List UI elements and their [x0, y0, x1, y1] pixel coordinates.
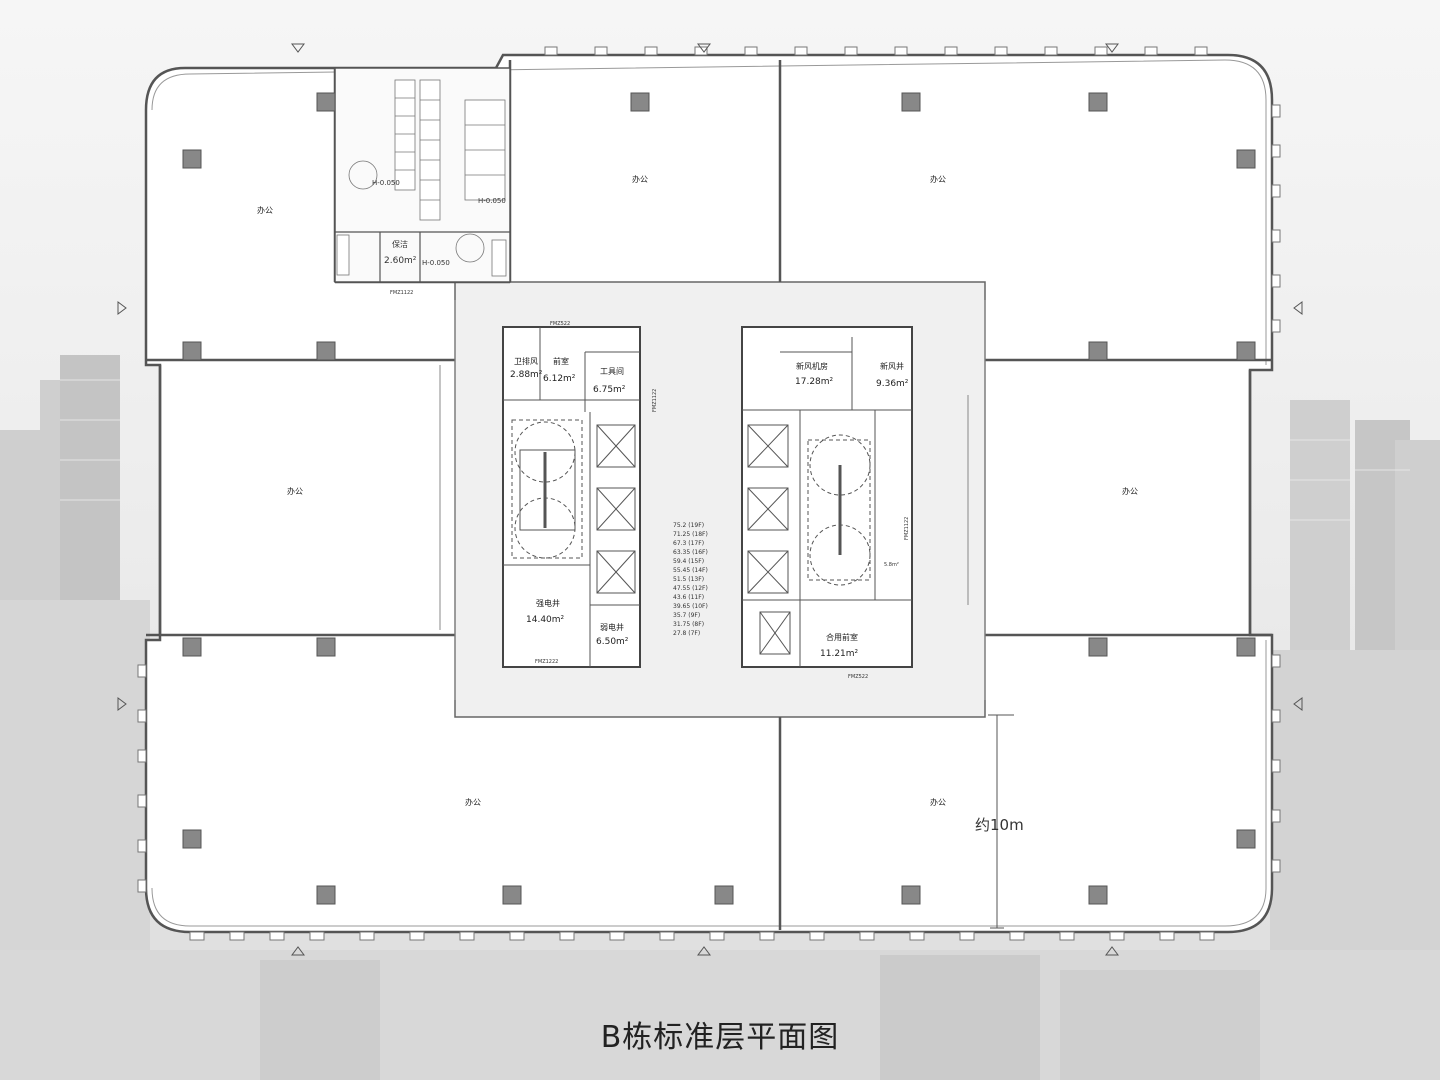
svg-text:67.3 (17F): 67.3 (17F)	[673, 540, 704, 547]
office-label-e: 办公	[1122, 486, 1138, 496]
dimension-label: 约10m	[975, 816, 1024, 834]
right-core	[741, 326, 913, 668]
strong-shaft-label: 强电井	[536, 598, 560, 608]
lobby-area: 6.12m²	[543, 374, 576, 384]
svg-text:55.45 (14F): 55.45 (14F)	[673, 567, 708, 574]
exhaust-label: 卫排风	[514, 356, 538, 366]
svg-text:35.7 (9F): 35.7 (9F)	[673, 612, 700, 619]
cleaning-label: 保洁	[392, 239, 408, 249]
office-label-nw: 办公	[257, 205, 273, 215]
facade-fins	[137, 46, 1281, 941]
office-label-ne: 办公	[930, 174, 946, 184]
office-label-sw: 办公	[465, 797, 481, 807]
svg-text:47.55 (12F): 47.55 (12F)	[673, 585, 708, 592]
svg-text:75.2 (19F): 75.2 (19F)	[673, 522, 704, 529]
fresh-air-shaft-label: 新风井	[880, 361, 904, 371]
tool-room-label: 工具间	[600, 367, 624, 376]
weak-shaft-area: 6.50m²	[596, 637, 629, 647]
left-core-door-bottom: FMZ1222	[535, 659, 558, 665]
svg-text:63.35 (16F): 63.35 (16F)	[673, 549, 708, 556]
svg-text:39.65 (10F): 39.65 (10F)	[673, 603, 708, 610]
elevation-list: 75.2 (19F) 71.25 (18F) 67.3 (17F) 63.35 …	[673, 522, 708, 637]
page-title: B栋标准层平面图	[600, 1020, 840, 1055]
shared-lobby-label: 合用前室	[826, 632, 858, 642]
shared-lobby-area: 11.21m²	[820, 649, 859, 659]
svg-text:43.6 (11F): 43.6 (11F)	[673, 594, 704, 601]
shaft-area: 5.8m²	[884, 562, 899, 568]
fresh-air-room-label: 新风机房	[796, 361, 828, 371]
cleaning-area: 2.60m²	[384, 256, 417, 266]
toilet-door-code: FMZ1122	[390, 290, 413, 296]
right-core-door-side: FMZ1122	[904, 517, 910, 540]
axis-markers	[117, 43, 1303, 956]
svg-text:31.75 (8F): 31.75 (8F)	[673, 621, 704, 628]
exhaust-area: 2.88m²	[510, 370, 543, 380]
fresh-air-shaft-area: 9.36m²	[876, 379, 909, 389]
toilet-level-3: H-0.050	[422, 259, 450, 267]
strong-shaft-area: 14.40m²	[526, 615, 565, 625]
svg-text:71.25 (18F): 71.25 (18F)	[673, 531, 708, 538]
tool-room-area: 6.75m²	[593, 385, 626, 395]
toilet-level-1: H-0.050	[372, 179, 400, 187]
left-core-door-top: FMZ522	[550, 321, 570, 327]
fresh-air-room-area: 17.28m²	[795, 377, 834, 387]
office-label-n: 办公	[632, 174, 648, 184]
svg-text:59.4 (15F): 59.4 (15F)	[673, 558, 704, 565]
svg-text:51.5 (13F): 51.5 (13F)	[673, 576, 704, 583]
lobby-label: 前室	[553, 356, 569, 366]
toilet-level-2: H-0.050	[478, 197, 506, 205]
left-core	[502, 326, 641, 668]
structural-columns	[182, 92, 1256, 905]
office-label-w: 办公	[287, 486, 303, 496]
dimension-line	[988, 714, 1014, 929]
right-core-door-bottom: FMZ522	[848, 674, 868, 680]
office-label-se: 办公	[930, 797, 946, 807]
left-core-door-side: FMZ1122	[652, 389, 658, 412]
svg-text:27.8 (7F): 27.8 (7F)	[673, 630, 700, 637]
weak-shaft-label: 弱电井	[600, 622, 624, 632]
